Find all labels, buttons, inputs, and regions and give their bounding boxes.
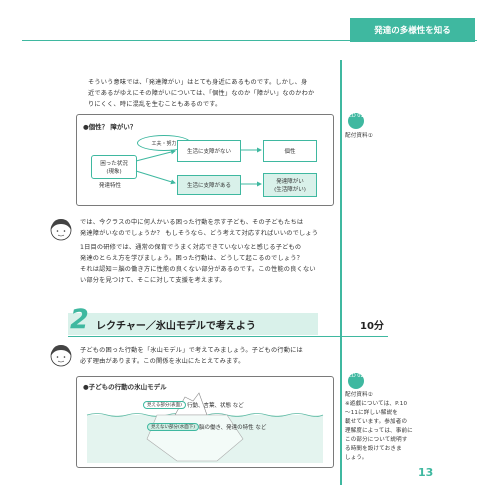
teacher-avatar-icon [50, 219, 72, 241]
explanation-paragraph: 1日目の研修では、通常の保育でうまく対応できていないなと感じる子どもの 発達のと… [80, 244, 316, 284]
intro-paragraph: そういう意味では、「発達障がい」はとても身近にあるものです。しかし、身 近である… [88, 77, 338, 110]
disability-box: 発達障がい (生活障がい) [263, 173, 317, 197]
no-issue-box: 生活に支障がない [177, 140, 241, 162]
chapter-header: 発達の多様性を知る [350, 18, 475, 42]
section-time: 10分 [360, 321, 384, 332]
personality-diagram: ●個性？ 障がい？ 工夫・努力 困った状況 (現象) 発達特性 生活に支障がない… [76, 114, 334, 206]
header-rule [22, 40, 477, 41]
visible-tag: 見える部分(表面) [143, 401, 186, 409]
cd-icon: CD 01 [348, 113, 364, 129]
chapter-title: 発達の多様性を知る [374, 26, 451, 36]
diagram-title: ●子どもの行動の氷山モデル [83, 383, 167, 391]
diagram-title: ●個性？ 障がい？ [83, 123, 137, 131]
iceberg-icon [86, 392, 324, 463]
cd-caption: 配付資料① [345, 133, 373, 139]
issue-box: 生活に支障がある [177, 175, 241, 195]
hidden-tag: 見えない部分(水面下) [147, 423, 200, 431]
intro-line: 近であるがゆえにその障がいについては、「個性」なのか「障がい」なのかわか [88, 90, 315, 97]
margin-rule [340, 60, 342, 485]
diagram-arrows [135, 147, 262, 187]
hidden-text: 脳の働き、発達の特性 など [199, 425, 267, 431]
visible-text: 行動、言葉、状態 など [187, 403, 244, 409]
section-rule [68, 336, 388, 337]
personality-box: 個性 [263, 140, 317, 162]
cd-icon: CD 02 [348, 373, 364, 389]
section-number: 2 [70, 304, 89, 335]
iceberg-diagram: ●子どもの行動の氷山モデル 見える部分(表面) 行動、言葉、状態 など 見えない… [76, 376, 334, 468]
page-number: 13 [418, 466, 434, 479]
lead-paragraph: 子どもの困った行動を「氷山モデル」で考えてみましょう。子どもの行動には 必ず理由… [80, 347, 303, 365]
situation-box: 困った状況 (現象) [91, 155, 137, 179]
intro-line: りにくく、時に混乱を生むこともあるのです。 [88, 101, 222, 108]
intro-line: そういう意味では、「発達障がい」はとても身近にあるものです。しかし、身 [88, 79, 308, 86]
section-band [68, 313, 318, 335]
trait-label: 発達特性 [99, 183, 122, 189]
teacher-avatar-icon [50, 345, 72, 367]
cd-note: 配付資料② ※遊戯については、P.10 〜11に詳しい解説を 載せています。参加… [345, 392, 413, 461]
question-paragraph: では、今クラスの中に何人かいる困った行動を示す子ども、その子どもたちは 発達障が… [80, 219, 319, 237]
section-title: レクチャー／氷山モデルで考えよう [96, 321, 256, 332]
